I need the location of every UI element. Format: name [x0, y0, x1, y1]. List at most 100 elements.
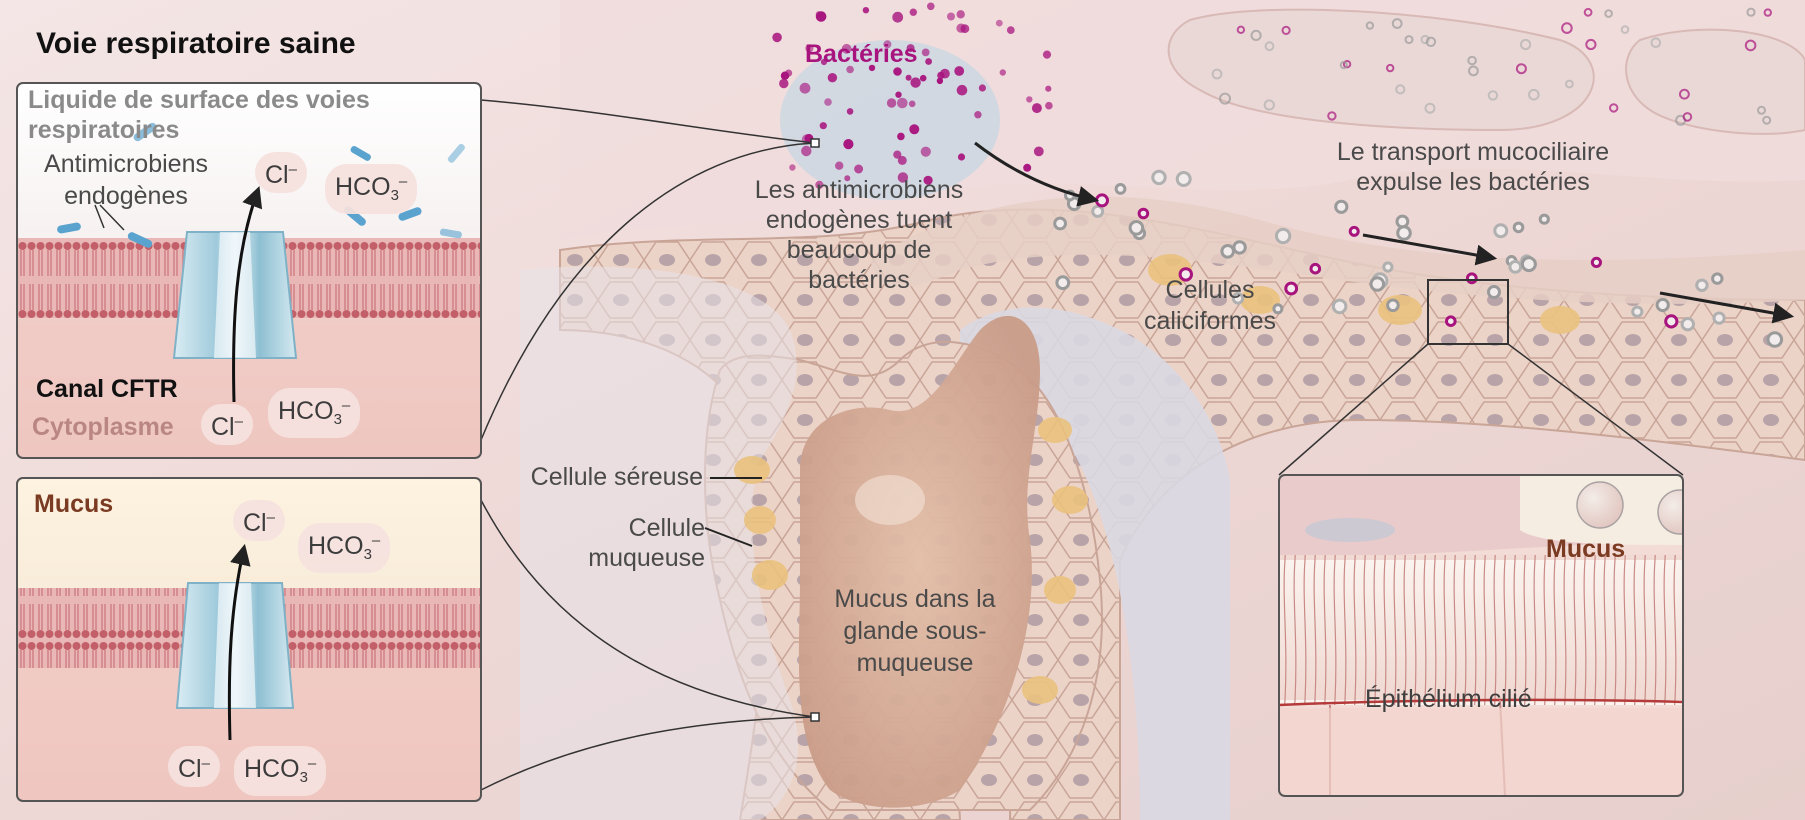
- ion-cl-extracellular-bottom: Cl–: [233, 500, 285, 541]
- bacterium-dot: [937, 78, 943, 84]
- mucus-particle-dot: [1510, 262, 1521, 273]
- surface-liquid-label: Liquide de surface des voies respiratoir…: [28, 85, 448, 145]
- bacterium-dot: [835, 162, 843, 170]
- cilia-layer: [1279, 555, 1683, 705]
- mucus-particle-dot: [1093, 206, 1103, 216]
- bacterium-dot: [921, 147, 931, 157]
- mucus-particle-dot: [1336, 201, 1347, 212]
- bacterium-dot: [957, 10, 965, 18]
- mucus-particle-dot: [1333, 300, 1346, 313]
- mucus-label-right-panel: Mucus: [1546, 535, 1625, 564]
- mucus-particle-dot: [1522, 258, 1535, 271]
- mucus-particle-dot: [1768, 333, 1782, 347]
- mucus-particle-dot: [1177, 173, 1190, 186]
- bacterium-dot: [1007, 26, 1015, 34]
- bacteria-label: Bactéries: [805, 40, 918, 69]
- mucus-particle-dot: [1489, 287, 1500, 298]
- mucus-particle-dot: [1397, 216, 1408, 227]
- mucus-particle-dot: [1714, 313, 1724, 323]
- bacterium-dot: [897, 98, 908, 109]
- bacterium-dot: [1045, 102, 1053, 110]
- bacterium-dot: [772, 33, 782, 43]
- mucus-particle-dot: [1130, 222, 1143, 235]
- bacterium-dot: [909, 124, 919, 134]
- ion-hco3-extracellular-bottom: HCO3–: [298, 523, 390, 573]
- mucus-particle-dot: [1139, 209, 1148, 218]
- ion-hco3-extracellular-top: HCO3–: [325, 164, 417, 214]
- ion-hco3-cytoplasm-top: HCO3–: [268, 388, 360, 438]
- mucus-particle-dot: [1055, 218, 1066, 229]
- mucus-particle-dot: [1398, 227, 1411, 240]
- bacterium-dot: [979, 84, 986, 91]
- mucous-cell-label: Cellule muqueuse: [585, 513, 705, 573]
- bacterium-dot: [957, 85, 968, 96]
- mucus-particle-dot: [1447, 317, 1456, 326]
- bacterium-dot: [996, 20, 1003, 27]
- bacterium-dot: [920, 75, 927, 82]
- bacterium-dot: [892, 12, 903, 23]
- mucus-particle-dot: [1495, 225, 1507, 237]
- mucus-particle-dot: [1467, 274, 1476, 283]
- bacterium-dot: [843, 139, 853, 149]
- cftr-channel-label: Canal CFTR: [36, 375, 178, 404]
- mucus-particle-dot: [1350, 227, 1358, 235]
- bacterium-dot: [1023, 164, 1031, 172]
- bacterium-dot: [816, 11, 822, 17]
- bacterium-dot: [897, 133, 905, 141]
- bacterium-dot: [824, 98, 832, 106]
- mucus-particle-dot: [1697, 280, 1707, 290]
- mucus-particle-dot: [1540, 215, 1548, 223]
- mucus-particle-dot: [1592, 258, 1600, 266]
- bacterium-dot: [895, 92, 901, 98]
- mucus-particle-dot: [1388, 300, 1399, 311]
- mucus-particle-dot: [1234, 242, 1245, 253]
- mucus-label-bottom-panel: Mucus: [34, 490, 113, 519]
- bacterium-dot: [954, 66, 964, 76]
- mucus-particle-dot: [1276, 229, 1289, 242]
- bacterium-dot: [925, 58, 932, 65]
- mucus-particle-dot: [1311, 264, 1320, 273]
- bacterium-dot: [974, 111, 981, 118]
- zoom-marker-top: [811, 139, 819, 147]
- mucus-particle-dot: [1633, 307, 1642, 316]
- antimicrobials-label: Antimicrobiens endogènes: [28, 148, 224, 212]
- mucus-particle: [1577, 482, 1623, 528]
- bacterium-dot: [828, 73, 837, 82]
- bacterium-dot: [1000, 69, 1006, 75]
- mucus-particle-dot: [1116, 185, 1125, 194]
- bacterium-dot: [789, 164, 795, 170]
- bacterium-dot: [909, 101, 916, 108]
- ion-cl-cytoplasm-top: Cl–: [201, 404, 253, 445]
- mucus-particle-dot: [1371, 278, 1384, 291]
- mucus-particle-dot: [1666, 316, 1677, 327]
- mucus-particle-dot: [1682, 319, 1693, 330]
- panel-right-graphics: [1279, 475, 1702, 798]
- bacterium-dot: [1034, 147, 1044, 157]
- bacterium-dot: [1043, 51, 1051, 59]
- mucus-particle-dot: [1222, 246, 1234, 258]
- bacterium-dot: [947, 13, 955, 21]
- mucus-particle-dot: [1097, 195, 1108, 206]
- bacterium-dot: [820, 122, 827, 129]
- mucus-particle-dot: [1057, 277, 1069, 289]
- mucociliary-label: Le transport mucociliaire expulse les ba…: [1333, 137, 1613, 197]
- gland-mucus-label: Mucus dans la glande sous-muqueuse: [815, 583, 1015, 679]
- bacterium-dot: [781, 72, 789, 80]
- bacterium-dot: [847, 108, 854, 115]
- mucus-particle-dot: [1713, 274, 1722, 283]
- bacterium-dot: [1045, 86, 1051, 92]
- bacterium-dot: [1032, 103, 1042, 113]
- mucus-particle-dot: [1514, 223, 1523, 232]
- bacterium-dot: [940, 69, 950, 79]
- mucus-particle-dot: [1384, 263, 1392, 271]
- bacterium-dot: [779, 79, 788, 88]
- ion-hco3-cytoplasm-bottom: HCO3–: [234, 746, 326, 796]
- antimicrobials-kill-label: Les antimicrobiens endogènes tuent beauc…: [735, 175, 983, 295]
- bacterium-dot: [910, 77, 920, 87]
- gland-highlight: [855, 475, 925, 525]
- bacterium-dot: [958, 153, 965, 160]
- goblet-cells-label: Cellules caliciformes: [1125, 275, 1295, 337]
- page-title: Voie respiratoire saine: [36, 27, 356, 61]
- bacterium-dot: [863, 7, 869, 13]
